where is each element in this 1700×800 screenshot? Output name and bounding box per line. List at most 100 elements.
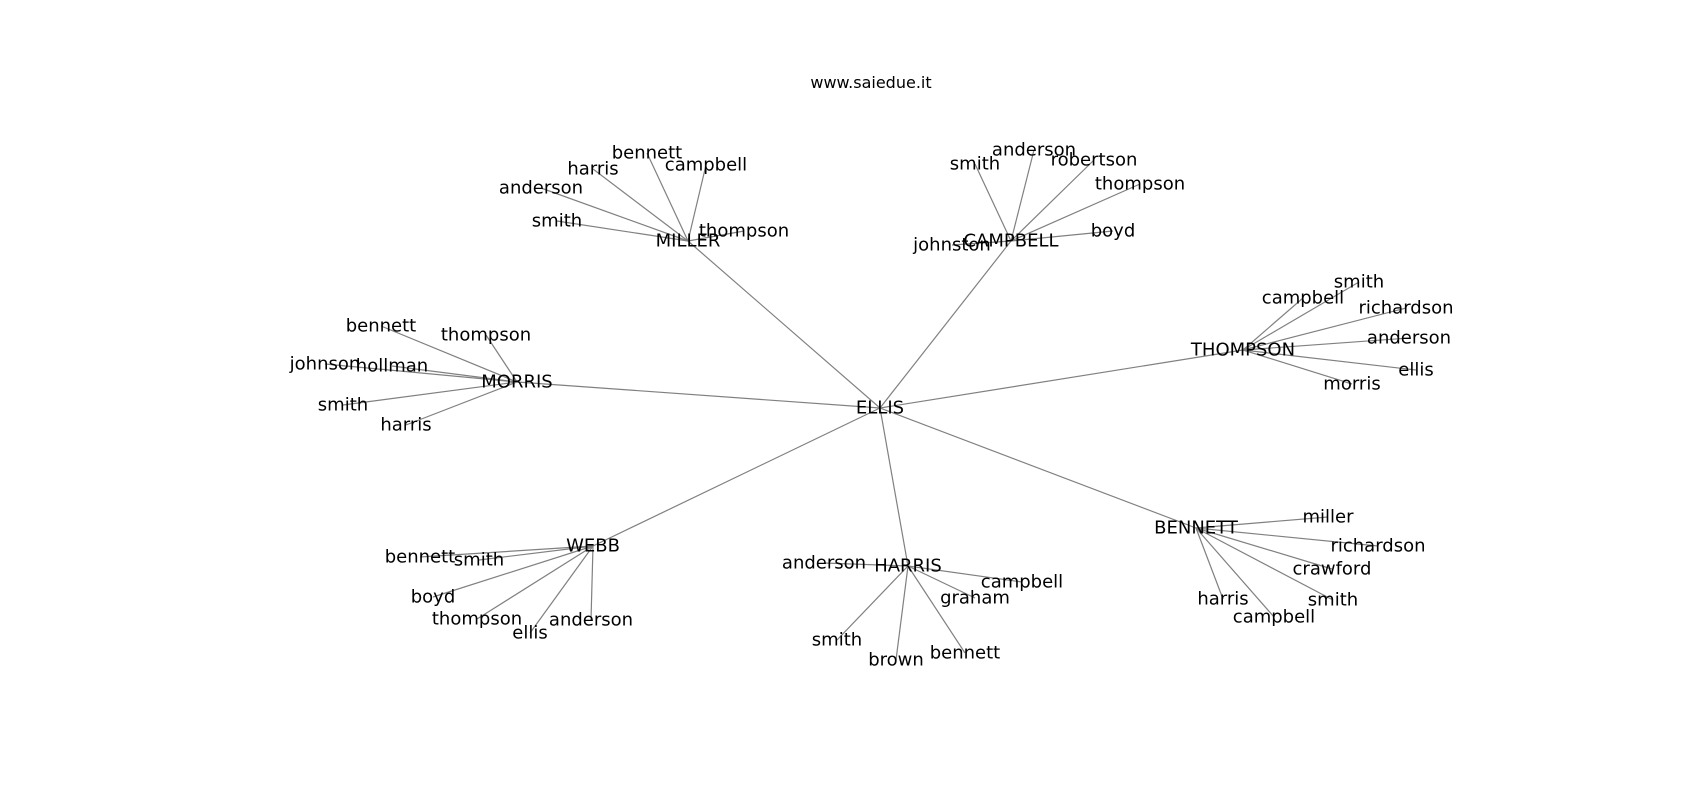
node-leaf-campbell-johnston: johnston xyxy=(912,235,991,256)
node-leaf-miller-harris: harris xyxy=(567,159,618,180)
node-leaf-campbell-robertson: robertson xyxy=(1051,150,1138,171)
node-leaf-morris-bennett: bennett xyxy=(346,316,417,337)
node-leaf-thompson-smith: smith xyxy=(1334,272,1384,293)
edge-miller-thompson xyxy=(687,230,745,242)
edge-webb-bennett xyxy=(419,545,594,558)
node-hub-campbell: CAMPBELL xyxy=(963,231,1058,252)
node-leaf-thompson-ellis: ellis xyxy=(1398,360,1433,381)
edge-center-morris xyxy=(516,381,881,409)
node-hub-thompson: THOMPSON xyxy=(1190,340,1295,361)
node-leaf-thompson-morris: morris xyxy=(1323,374,1380,395)
edge-miller-harris xyxy=(592,168,689,242)
node-leaf-miller-anderson: anderson xyxy=(499,178,583,199)
node-leaf-webb-bennett: bennett xyxy=(385,547,456,568)
edge-harris-anderson xyxy=(823,562,909,567)
node-leaf-thompson-richardson: richardson xyxy=(1358,298,1453,319)
node-leaf-morris-thompson: thompson xyxy=(441,325,531,346)
edge-morris-johnson xyxy=(324,363,518,383)
edge-webb-ellis xyxy=(529,545,594,634)
edge-harris-brown xyxy=(895,565,909,661)
edge-webb-thompson xyxy=(476,545,594,620)
node-leaf-campbell-smith: smith xyxy=(950,154,1000,175)
edge-campbell-smith xyxy=(974,163,1012,242)
edges-layer xyxy=(324,149,1417,661)
node-leaf-webb-ellis: ellis xyxy=(512,623,547,644)
edge-campbell-johnston xyxy=(951,240,1012,246)
node-leaf-miller-bennett: bennett xyxy=(612,143,683,164)
edge-harris-bennett xyxy=(907,565,966,654)
edge-bennett-smith xyxy=(1195,527,1334,601)
edge-webb-anderson xyxy=(590,545,594,621)
node-leaf-bennett-miller: miller xyxy=(1302,507,1354,528)
edge-campbell-boyd xyxy=(1010,230,1114,242)
edge-bennett-harris xyxy=(1195,527,1224,600)
edge-thompson-campbell xyxy=(1242,297,1304,351)
edge-morris-hollman xyxy=(391,365,518,383)
node-leaf-miller-smith: smith xyxy=(532,211,582,232)
node-leaf-campbell-anderson: anderson xyxy=(992,140,1076,161)
node-leaf-webb-anderson: anderson xyxy=(549,610,633,631)
edge-bennett-miller xyxy=(1195,516,1329,529)
edge-miller-anderson xyxy=(540,187,689,242)
diagram-title: www.saiedue.it xyxy=(810,73,931,92)
edge-center-bennett xyxy=(879,407,1197,529)
node-leaf-harris-anderson: anderson xyxy=(782,553,866,574)
edge-center-webb xyxy=(592,407,881,547)
node-leaf-morris-johnson: johnson xyxy=(289,354,361,375)
node-leaf-bennett-harris: harris xyxy=(1197,589,1248,610)
node-leaf-webb-smith: smith xyxy=(454,550,504,571)
edge-morris-smith xyxy=(342,381,518,406)
node-leaf-webb-boyd: boyd xyxy=(411,587,456,608)
node-leaf-bennett-campbell: campbell xyxy=(1233,607,1315,628)
node-leaf-morris-harris: harris xyxy=(380,415,431,436)
edge-miller-smith xyxy=(556,220,689,242)
edge-thompson-ellis xyxy=(1242,349,1417,371)
node-leaf-harris-graham: graham xyxy=(940,588,1010,609)
node-center: ELLIS xyxy=(856,398,904,419)
node-hub-morris: MORRIS xyxy=(481,372,552,393)
edge-miller-bennett xyxy=(646,152,689,242)
node-leaf-webb-thompson: thompson xyxy=(432,609,522,630)
node-leaf-bennett-richardson: richardson xyxy=(1330,536,1425,557)
node-leaf-miller-campbell: campbell xyxy=(665,155,747,176)
edge-harris-graham xyxy=(907,565,976,599)
node-leaf-harris-smith: smith xyxy=(812,630,862,651)
node-leaf-campbell-thompson: thompson xyxy=(1095,174,1185,195)
edge-center-campbell xyxy=(879,240,1012,409)
edge-campbell-anderson xyxy=(1010,149,1035,242)
node-leaf-miller-thompson: thompson xyxy=(699,221,789,242)
edge-center-miller xyxy=(687,240,881,409)
edge-morris-thompson xyxy=(485,334,518,383)
node-hub-miller: MILLER xyxy=(656,231,721,252)
edge-thompson-morris xyxy=(1242,349,1353,385)
edge-harris-smith xyxy=(836,565,909,641)
node-hub-webb: WEBB xyxy=(566,536,620,557)
node-leaf-harris-bennett: bennett xyxy=(930,643,1001,664)
edge-thompson-smith xyxy=(1242,281,1360,351)
edge-campbell-thompson xyxy=(1010,183,1141,242)
edge-bennett-campbell xyxy=(1195,527,1275,618)
node-leaf-morris-hollman: hollman xyxy=(356,356,428,377)
node-leaf-campbell-boyd: boyd xyxy=(1091,221,1136,242)
edge-harris-campbell xyxy=(907,565,1023,583)
node-leaf-harris-brown: brown xyxy=(868,650,924,671)
edge-morris-harris xyxy=(405,381,518,426)
edge-webb-boyd xyxy=(432,545,594,598)
node-leaf-thompson-campbell: campbell xyxy=(1262,288,1344,309)
edge-morris-bennett xyxy=(380,325,518,383)
node-leaf-bennett-smith: smith xyxy=(1308,590,1358,611)
edge-thompson-richardson xyxy=(1242,307,1407,351)
edge-webb-smith xyxy=(478,545,594,561)
edge-thompson-anderson xyxy=(1242,337,1410,351)
edge-center-thompson xyxy=(879,349,1244,409)
edge-bennett-crawford xyxy=(1195,527,1333,570)
node-leaf-morris-smith: smith xyxy=(318,395,368,416)
node-hub-harris: HARRIS xyxy=(874,556,942,577)
node-hub-bennett: BENNETT xyxy=(1154,518,1239,539)
edge-campbell-robertson xyxy=(1010,159,1095,242)
edge-bennett-richardson xyxy=(1195,527,1379,547)
node-leaf-harris-campbell: campbell xyxy=(981,572,1063,593)
node-leaf-thompson-anderson: anderson xyxy=(1367,328,1451,349)
